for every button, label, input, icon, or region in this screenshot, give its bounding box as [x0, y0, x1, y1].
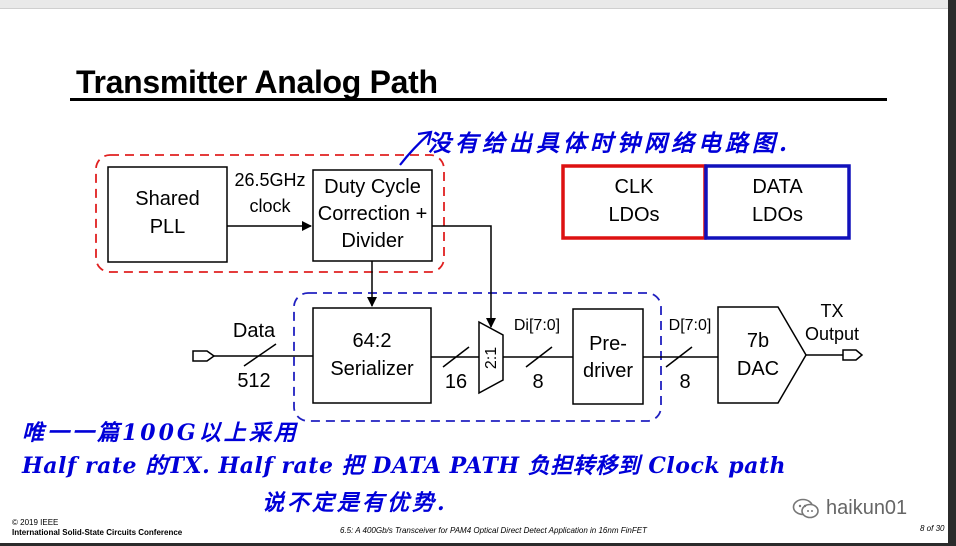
d-bus-label: D[7:0] — [668, 317, 712, 334]
data-input-port — [192, 350, 216, 362]
pll-box — [107, 166, 228, 263]
window-top-edge — [0, 0, 956, 9]
freq-label-1: 26.5GHz — [234, 170, 306, 190]
clk-ldo-label-2: LDOs — [608, 204, 660, 226]
bus-slash-16 — [442, 346, 470, 368]
bus-slash-8b — [665, 346, 693, 368]
dcc-label-1: Duty Cycle — [324, 176, 421, 198]
dcc-to-mux-wire — [432, 225, 496, 328]
wechat-icon — [792, 498, 819, 518]
predriver-box — [572, 308, 644, 405]
serializer-label-1: 64:2 — [352, 330, 392, 352]
pll-label-1: Shared — [135, 188, 200, 210]
bus-width-16: 16 — [444, 371, 468, 393]
predriver-label-1: Pre- — [589, 333, 627, 355]
annotation-arrowhead — [417, 130, 433, 146]
tx-output-label-1: TX — [820, 301, 844, 321]
tx-output-port — [842, 349, 864, 361]
dac-label-1: 7b — [746, 330, 770, 352]
dac-shape — [717, 306, 807, 404]
footer-conference: International Solid-State Circuits Confe… — [12, 528, 183, 537]
serializer-label-2: Serializer — [330, 358, 414, 380]
handwritten-note-3: 说不定是有优势. — [262, 490, 448, 516]
watermark: haikun01 — [792, 497, 907, 520]
handwritten-note-2: Half rate 的TX. Half rate 把 DATA PATH 负担转… — [22, 453, 787, 479]
mux-label: 2:1 — [483, 346, 500, 370]
handwritten-note-top: 没有给出具体时钟网络电路图. — [428, 130, 792, 157]
clk-ldo-label-1: CLK — [614, 176, 654, 198]
data-ldo-box — [704, 164, 851, 240]
di-bus-label: Di[7:0] — [513, 317, 561, 334]
dac-label-2: DAC — [736, 358, 780, 380]
footer-copyright: © 2019 IEEE — [12, 518, 59, 527]
dcc-label-2: Correction + — [317, 203, 428, 225]
window-right-edge — [948, 0, 956, 546]
mux-shape — [478, 320, 504, 395]
title-underline — [70, 98, 887, 101]
data-ldo-label-2: LDOs — [751, 204, 804, 226]
data-ldo-label-1: DATA — [752, 176, 803, 198]
bus-width-8b: 8 — [679, 371, 691, 393]
bus-slash-512 — [243, 343, 277, 367]
serializer-box — [312, 307, 432, 404]
bus-width-8a: 8 — [532, 371, 544, 393]
handwritten-note-1: 唯一一篇100G以上采用 — [22, 420, 299, 446]
data-in-label: Data — [232, 320, 276, 342]
freq-label-2: clock — [249, 196, 291, 216]
predriver-label-2: driver — [582, 360, 633, 382]
dcc-box — [312, 169, 433, 262]
dcc-label-3: Divider — [341, 230, 404, 252]
footer-left: © 2019 IEEE International Solid-State Ci… — [12, 518, 182, 538]
window-bottom-edge — [0, 543, 956, 546]
pll-label-2: PLL — [149, 216, 186, 238]
tx-output-label-2: Output — [804, 324, 860, 344]
bus-slash-8a — [525, 346, 553, 368]
slide-title: Transmitter Analog Path — [76, 64, 438, 100]
page-number: 8 of 30 — [920, 524, 945, 533]
footer-paper-title: 6.5: A 400Gb/s Transceiver for PAM4 Opti… — [340, 526, 647, 535]
bus-width-512: 512 — [237, 370, 271, 392]
annotation-arrow — [399, 132, 431, 166]
watermark-text: haikun01 — [826, 497, 908, 519]
